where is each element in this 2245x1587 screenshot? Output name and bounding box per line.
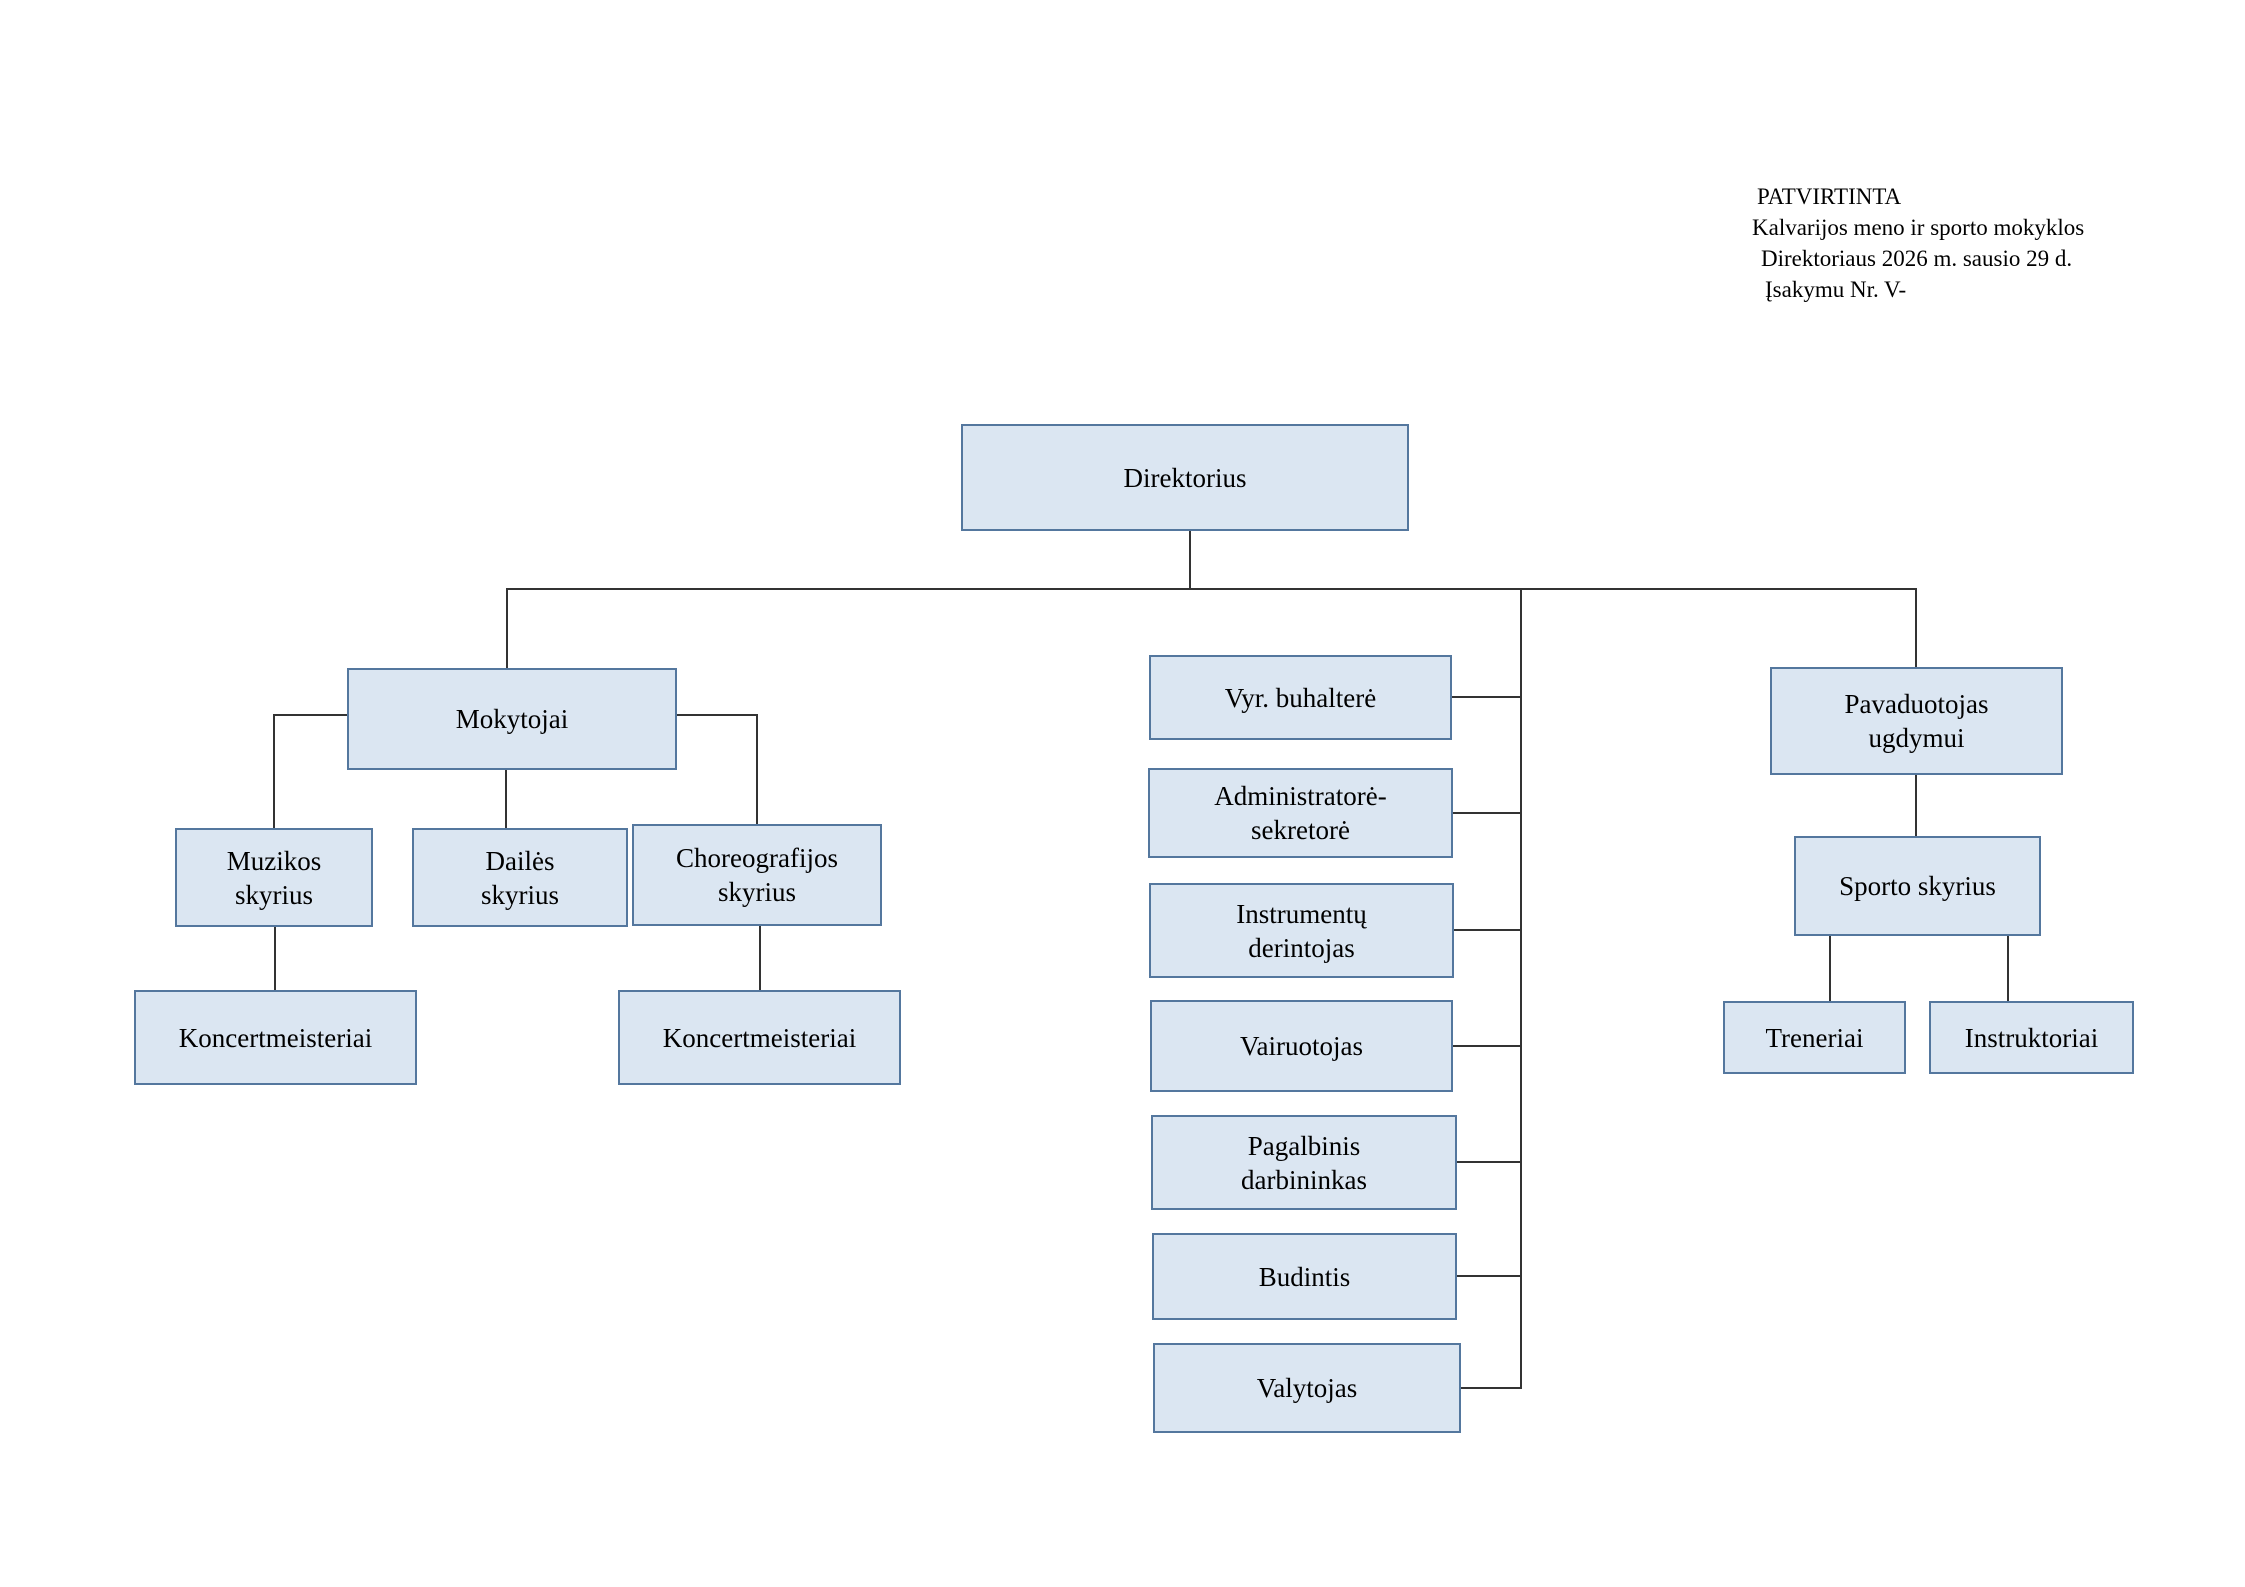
node-pagalbinis-darbininkas: Pagalbinis darbininkas [1151,1115,1457,1210]
node-label: ugdymui [1868,723,1965,753]
node-sporto-skyrius: Sporto skyrius [1794,836,2041,936]
connector-main-horizontal [506,588,1917,590]
connector-pavaduotojas-sporto-v [1915,775,1917,836]
node-label: Administratorė- [1214,781,1387,811]
connector-stub-vyr-buhaltere [1450,696,1522,698]
connector-stub-budintis [1455,1275,1522,1277]
node-label: Koncertmeisteriai [178,1022,373,1053]
connector-mokytojai-choreografijos-v [756,714,758,824]
connector-stub-instrumentu [1452,929,1522,931]
connector-stub-administratore [1451,812,1522,814]
node-label: darbininkas [1241,1164,1367,1195]
node-budintis: Budintis [1152,1233,1457,1320]
connector-left-branch-drop [506,588,508,668]
approval-note: PATVIRTINTA Kalvarijos meno ir sporto mo… [1752,181,2084,305]
node-label: Vyr. buhalterė [1224,682,1377,713]
node-label: Pavaduotojas [1844,689,1989,719]
node-muzikos-skyrius: Muzikos skyrius [175,828,373,927]
connector-mokytojai-dailes-v [505,770,507,828]
node-label: Mokytojai [455,704,569,734]
connector-mokytojai-left-h [273,714,347,716]
connector-sporto-treneriai-v [1829,936,1831,1001]
node-label: skyrius [717,877,796,907]
node-koncertmeisteriai-choreografijos: Koncertmeisteriai [618,990,901,1085]
node-label: derintojas [1248,932,1355,963]
node-instruktoriai: Instruktoriai [1929,1001,2134,1074]
connector-mokytojai-right-h [677,714,758,716]
node-label: Instrumentų [1236,898,1367,929]
connector-stub-vairuotojas [1451,1045,1522,1047]
node-dailes-skyrius: Dailės skyrius [412,828,628,927]
node-direktorius: Direktorius [961,424,1409,531]
node-label: Choreografijos [676,843,838,873]
connector-sporto-instruktoriai-v [2007,936,2009,1001]
node-label: skyrius [234,879,313,910]
approval-line: Direktoriaus 2026 m. sausio 29 d. [1761,246,2073,271]
approval-line: Kalvarijos meno ir sporto mokyklos [1752,215,2085,240]
node-treneriai: Treneriai [1723,1001,1906,1074]
connector-choreografijos-koncertmeisteriai-v [759,926,761,990]
node-label: sekretorė [1251,815,1350,845]
approval-line: Įsakymu Nr. V- [1765,277,1907,302]
connector-stub-pagalbinis [1455,1161,1522,1163]
node-vairuotojas: Vairuotojas [1150,1000,1453,1092]
node-choreografijos-skyrius: Choreografijos skyrius [632,824,882,926]
node-label: Pagalbinis [1247,1130,1361,1161]
node-administratore-sekretore: Administratorė- sekretorė [1148,768,1453,858]
connector-mokytojai-muzikos-v [273,714,275,828]
node-label: Direktorius [1123,462,1247,493]
connector-stub-valytojas [1459,1387,1522,1389]
node-label: Koncertmeisteriai [662,1022,857,1053]
node-label: Vairuotojas [1240,1031,1363,1061]
connector-right-branch-drop [1915,588,1917,667]
node-instrumentu-derintojas: Instrumentų derintojas [1149,883,1454,978]
node-label: Budintis [1258,1261,1351,1292]
node-mokytojai: Mokytojai [347,668,677,770]
connector-muzikos-koncertmeisteriai-v [274,927,276,990]
node-label: Treneriai [1765,1022,1864,1053]
node-valytojas: Valytojas [1153,1343,1461,1433]
connector-middle-spine [1520,588,1522,1389]
node-label: Sporto skyrius [1839,871,1996,901]
node-label: skyrius [480,879,559,910]
node-pavaduotojas-ugdymui: Pavaduotojas ugdymui [1770,667,2063,775]
node-label: Instruktoriai [1964,1022,2099,1053]
node-vyr-buhaltere: Vyr. buhalterė [1149,655,1452,740]
node-label: Muzikos [226,845,322,876]
connector-direktorius-drop [1189,531,1191,590]
node-label: Dailės [485,845,555,876]
approval-line: PATVIRTINTA [1757,184,1902,209]
node-koncertmeisteriai-muzikos: Koncertmeisteriai [134,990,417,1085]
node-label: Valytojas [1256,1373,1358,1403]
